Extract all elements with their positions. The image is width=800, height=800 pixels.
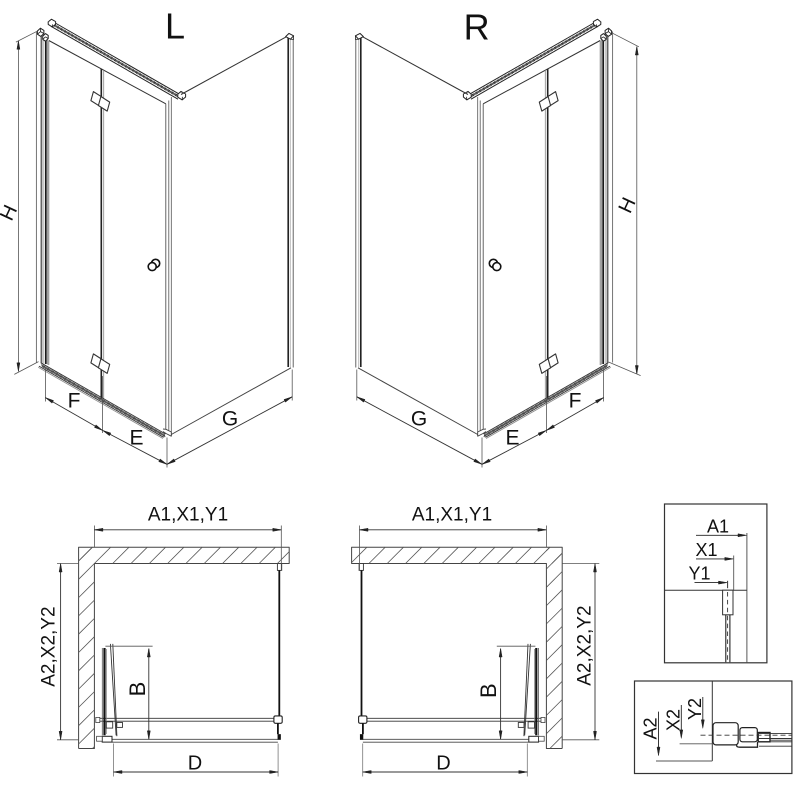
svg-text:G: G	[222, 408, 238, 431]
svg-text:F: F	[569, 389, 582, 412]
svg-text:X2: X2	[663, 709, 683, 731]
svg-text:A1: A1	[707, 517, 729, 537]
svg-text:A2,X2,Y2: A2,X2,Y2	[39, 606, 60, 686]
svg-text:E: E	[129, 426, 143, 449]
svg-text:B: B	[125, 682, 150, 697]
svg-text:Y2: Y2	[685, 698, 705, 720]
svg-text:R: R	[464, 6, 490, 47]
svg-text:D: D	[436, 753, 450, 775]
svg-text:A2: A2	[641, 717, 661, 739]
svg-text:D: D	[188, 753, 202, 775]
svg-text:E: E	[505, 426, 519, 449]
svg-text:A2,X2,Y2: A2,X2,Y2	[575, 605, 596, 685]
svg-text:Y1: Y1	[688, 564, 710, 584]
svg-text:F: F	[68, 389, 81, 412]
svg-text:X1: X1	[695, 540, 717, 560]
svg-text:L: L	[165, 6, 185, 47]
svg-text:B: B	[476, 683, 501, 698]
svg-text:A1,X1,Y1: A1,X1,Y1	[412, 505, 492, 526]
svg-text:A1,X1,Y1: A1,X1,Y1	[148, 505, 228, 526]
svg-text:G: G	[411, 408, 427, 431]
